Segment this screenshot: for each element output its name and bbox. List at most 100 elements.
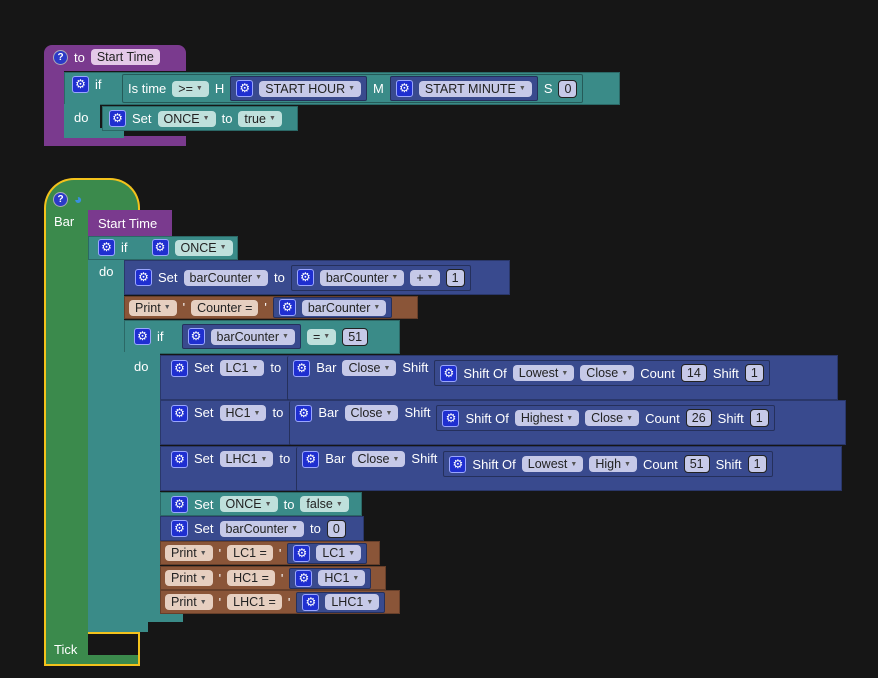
shift-field[interactable]: 1 [744, 364, 764, 382]
bar-shift-block[interactable]: ⚙Bar Close▼ Shift ⚙Shift Of Lowest▼ High… [296, 447, 777, 491]
set-once-false-block[interactable]: ⚙Set ONCE▼ to false▼ [160, 492, 362, 516]
variable-dropdown[interactable]: LHC1▼ [219, 451, 274, 467]
bar-shift-block[interactable]: ⚙Bar Close▼ Shift ⚙Shift Of Lowest▼ Clos… [287, 356, 775, 400]
equals-operator-dropdown[interactable]: =▼ [306, 328, 337, 345]
print-dropdown[interactable]: Print▼ [129, 299, 177, 316]
extreme-dropdown[interactable]: Lowest▼ [512, 365, 575, 381]
gear-icon[interactable]: ⚙ [296, 269, 314, 286]
gear-icon[interactable]: ⚙ [293, 544, 311, 562]
gear-icon[interactable]: ⚙ [171, 405, 188, 422]
plus-operator-dropdown[interactable]: +▼ [410, 269, 440, 286]
variable-dropdown[interactable]: HC1▼ [219, 405, 267, 421]
source-dropdown[interactable]: Close▼ [585, 410, 640, 426]
number-field[interactable]: 51 [342, 327, 369, 346]
gear-icon[interactable]: ⚙ [440, 364, 458, 382]
gear-icon[interactable]: ⚙ [293, 360, 311, 377]
variable-dropdown[interactable]: HC1▼ [318, 570, 366, 586]
globe-icon[interactable]: ◕ [74, 191, 83, 207]
shift-field[interactable]: 1 [749, 409, 769, 427]
gear-icon[interactable]: ⚙ [302, 451, 320, 468]
gear-icon[interactable]: ⚙ [302, 593, 320, 611]
arithmetic-block[interactable]: ⚙barCounter▼+▼1 [290, 264, 471, 291]
string-field[interactable]: LHC1 = [227, 594, 282, 610]
gear-icon[interactable]: ⚙ [449, 455, 467, 473]
variable-dropdown[interactable]: ONCE▼ [157, 110, 216, 127]
print-counter-block[interactable]: Print▼ 'Counter =' ⚙barCounter▼ [124, 296, 418, 319]
variable-dropdown[interactable]: LC1▼ [316, 545, 362, 561]
procedure-name-field[interactable]: Start Time [90, 49, 160, 65]
gear-icon[interactable]: ⚙ [151, 239, 169, 256]
source-dropdown[interactable]: High▼ [589, 456, 637, 472]
gear-icon[interactable]: ⚙ [442, 409, 460, 427]
compare-block[interactable]: ⚙barCounter▼ [181, 324, 301, 349]
string-field[interactable]: HC1 = [227, 570, 275, 586]
gear-icon[interactable]: ⚙ [171, 495, 188, 513]
set-barcounter-block[interactable]: ⚙Set barCounter▼ to ⚙barCounter▼+▼1 [124, 260, 510, 295]
gear-icon[interactable]: ⚙ [295, 569, 313, 587]
gear-icon[interactable]: ⚙ [98, 239, 115, 256]
set-shift-block[interactable]: ⚙Set LHC1▼ to ⚙Bar Close▼ Shift ⚙Shift O… [160, 446, 842, 491]
shift-of-block[interactable]: ⚙Shift Of Highest▼ Close▼ Count 26 Shift… [436, 405, 775, 431]
once-dropdown[interactable]: ONCE▼ [174, 239, 233, 256]
gear-icon[interactable]: ⚙ [395, 80, 413, 97]
count-field[interactable]: 51 [683, 455, 710, 473]
price-dropdown[interactable]: Close▼ [351, 451, 406, 467]
gear-icon[interactable]: ⚙ [236, 80, 254, 97]
call-start-time-block[interactable]: Start Time [88, 210, 172, 236]
set-shift-block[interactable]: ⚙Set HC1▼ to ⚙Bar Close▼ Shift ⚙Shift Of… [160, 400, 846, 445]
shift-of-block[interactable]: ⚙Shift Of Lowest▼ High▼ Count 51 Shift 1 [443, 451, 773, 477]
shift-field[interactable]: 1 [747, 455, 767, 473]
shift-of-block[interactable]: ⚙Shift Of Lowest▼ Close▼ Count 14 Shift … [434, 360, 770, 386]
boolean-dropdown[interactable]: false▼ [300, 496, 349, 512]
set-shift-block[interactable]: ⚙Set LC1▼ to ⚙Bar Close▼ Shift ⚙Shift Of… [160, 355, 838, 400]
gear-icon[interactable]: ⚙ [187, 328, 205, 345]
help-icon[interactable]: ? [53, 191, 68, 207]
source-dropdown[interactable]: Close▼ [580, 365, 635, 381]
boolean-dropdown[interactable]: true▼ [238, 110, 282, 127]
price-dropdown[interactable]: Close▼ [342, 360, 397, 376]
variable-dropdown[interactable]: barCounter▼ [301, 299, 387, 316]
gear-icon[interactable]: ⚙ [171, 360, 188, 377]
print-block[interactable]: Print▼ 'HC1 =' ⚙HC1▼ [160, 566, 386, 590]
start-hour-block[interactable]: ⚙START HOUR▼ [230, 76, 368, 101]
variable-dropdown[interactable]: LHC1▼ [325, 594, 380, 610]
print-block[interactable]: Print▼ 'LC1 =' ⚙LC1▼ [160, 541, 380, 565]
variable-dropdown[interactable]: ONCE▼ [219, 496, 278, 512]
bar-shift-block[interactable]: ⚙Bar Close▼ Shift ⚙Shift Of Highest▼ Clo… [289, 401, 779, 445]
start-minute-block[interactable]: ⚙START MINUTE▼ [389, 76, 538, 101]
price-dropdown[interactable]: Close▼ [344, 405, 399, 421]
gear-icon[interactable]: ⚙ [171, 451, 188, 468]
string-field[interactable]: Counter = [191, 299, 259, 316]
print-dropdown[interactable]: Print▼ [165, 570, 213, 586]
operator-dropdown[interactable]: >=▼ [172, 80, 209, 97]
variable-dropdown[interactable]: LC1▼ [219, 360, 265, 376]
start-minute-dropdown[interactable]: START MINUTE [424, 81, 516, 96]
if-footer [64, 128, 124, 138]
print-dropdown[interactable]: Print▼ [165, 594, 213, 610]
gear-icon[interactable]: ⚙ [135, 269, 152, 286]
set-once-block[interactable]: ⚙Set ONCE▼ to true▼ [102, 106, 298, 131]
gear-icon[interactable]: ⚙ [295, 405, 313, 422]
print-block[interactable]: Print▼ 'LHC1 =' ⚙LHC1▼ [160, 590, 400, 614]
gear-icon[interactable]: ⚙ [171, 520, 188, 537]
extreme-dropdown[interactable]: Lowest▼ [521, 456, 584, 472]
gear-icon[interactable]: ⚙ [134, 328, 151, 345]
seconds-field[interactable]: 0 [558, 79, 578, 98]
string-field[interactable]: LC1 = [227, 545, 273, 561]
variable-dropdown[interactable]: barCounter▼ [183, 269, 268, 286]
number-field[interactable]: 1 [445, 268, 465, 287]
to-label: to [283, 496, 295, 512]
count-field[interactable]: 14 [680, 364, 707, 382]
extreme-dropdown[interactable]: Highest▼ [514, 410, 580, 426]
count-field[interactable]: 26 [685, 409, 712, 427]
gear-icon[interactable]: ⚙ [278, 299, 296, 316]
is-time-block[interactable]: Is time >=▼ H ⚙START HOUR▼ M ⚙START MINU… [122, 74, 584, 103]
gear-icon[interactable]: ⚙ [72, 76, 89, 93]
help-icon[interactable]: ? [53, 49, 68, 65]
variable-dropdown[interactable]: barCounter▼ [219, 520, 304, 537]
number-field[interactable]: 0 [326, 519, 346, 538]
set-barcounter-zero-block[interactable]: ⚙Set barCounter▼ to 0 [160, 516, 364, 541]
start-hour-dropdown[interactable]: START HOUR [265, 81, 346, 96]
gear-icon[interactable]: ⚙ [109, 110, 126, 127]
print-dropdown[interactable]: Print▼ [165, 545, 213, 561]
